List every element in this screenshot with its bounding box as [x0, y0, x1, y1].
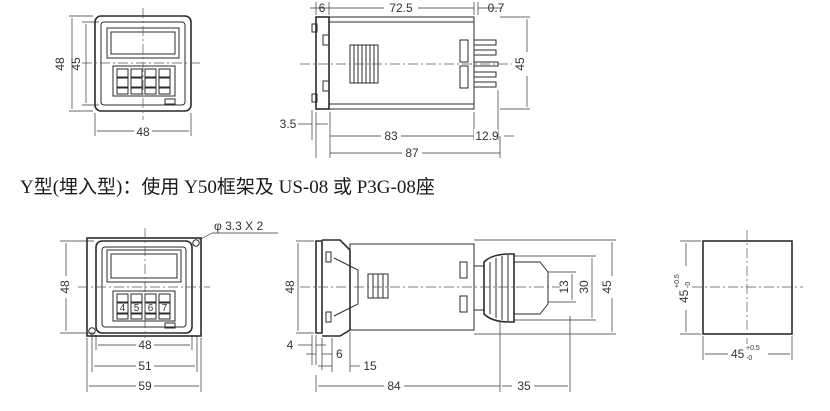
bottom-front-digit-switches: 4 5 6 7 [116, 293, 171, 320]
cutout-width-tol-plus: +0.5 [746, 345, 760, 352]
bottom-side-h45: 45 [600, 280, 614, 294]
bottom-side-h30: 30 [577, 280, 591, 294]
bottom-front-digit-4: 7 [162, 303, 168, 314]
top-front-view: 48 45 48 [53, 8, 202, 139]
bottom-front-display [106, 249, 182, 283]
bottom-side-socket [474, 253, 549, 323]
bottom-side-view: 48 4 6 15 84 35 13 30 45 [283, 239, 616, 393]
bottom-side-d6: 6 [336, 347, 343, 361]
bottom-side-d15: 15 [363, 359, 377, 373]
bottom-side-bezel [315, 240, 323, 334]
cutout-width: 45 [731, 347, 745, 361]
top-front-height-inner: 45 [69, 57, 83, 71]
top-side-pins-length: 12.9 [475, 129, 499, 143]
top-front-width: 48 [136, 125, 150, 139]
bottom-front-hole-bottom [88, 327, 96, 335]
panel-cutout: 45 +0.5 -0 45 +0.5 -0 [674, 230, 803, 362]
bottom-side-socket-depth: 35 [517, 379, 531, 393]
bottom-front-w48: 48 [138, 338, 152, 352]
top-side-front-depth: 6 [319, 1, 326, 15]
bottom-side-h13: 13 [557, 280, 571, 294]
bottom-front-w51: 51 [138, 359, 152, 373]
bottom-side-height: 48 [283, 280, 297, 294]
top-front-height-outer: 48 [53, 57, 67, 71]
cutout-height-tol-zero: -0 [685, 282, 692, 288]
bottom-front-hole-callout: φ 3.3 X 2 [214, 219, 263, 233]
top-side-body-len: 83 [384, 129, 398, 143]
bottom-front-w59: 59 [138, 379, 152, 393]
top-side-pin-gap: 0.7 [488, 1, 505, 15]
cutout-height-tol-plus: +0.5 [674, 274, 681, 288]
cutout-height: 45 [677, 289, 691, 303]
bottom-side-depth: 84 [387, 379, 401, 393]
bottom-front-keypad [112, 290, 176, 322]
bottom-front-digit-1: 4 [120, 303, 126, 314]
top-front-digit-switches [116, 68, 171, 95]
cutout-square [702, 240, 793, 335]
bottom-front-digit-3: 6 [148, 303, 154, 314]
bottom-front-hole-top [192, 239, 200, 247]
top-side-total: 87 [405, 146, 419, 160]
top-side-pins [473, 39, 499, 88]
bottom-front-digit-2: 5 [134, 303, 140, 314]
bottom-front-height: 48 [58, 280, 72, 294]
top-side-bezel [315, 16, 330, 110]
bottom-front-view: 4 5 6 7 φ 3.3 X 2 48 48 51 59 [58, 219, 278, 393]
top-side-body [328, 16, 475, 110]
top-side-view: 6 72.5 0.7 45 3.5 83 12.9 87 [280, 1, 532, 160]
cutout-width-tol-zero: -0 [746, 355, 752, 362]
top-front-tag [164, 98, 176, 105]
top-front-keypad [112, 65, 176, 97]
top-side-body-length: 72.5 [389, 1, 413, 15]
bottom-side-d4: 4 [287, 338, 294, 352]
top-side-panel: 3.5 [280, 117, 297, 131]
mounting-caption: Y型(埋入型)：使用 Y50框架及 US-08 或 P3G-08座 [20, 177, 435, 198]
top-side-height: 45 [513, 57, 527, 71]
